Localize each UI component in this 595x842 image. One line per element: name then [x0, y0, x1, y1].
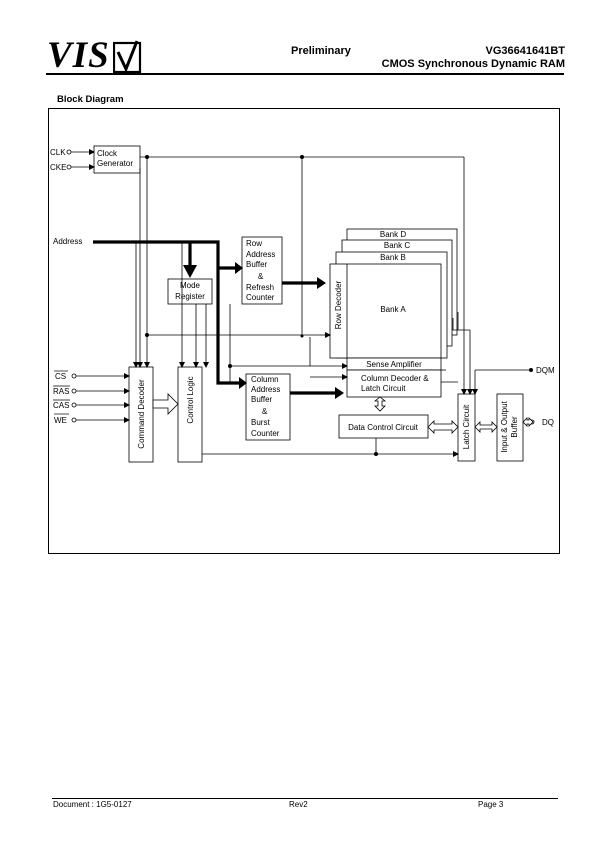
header-rule: [46, 73, 564, 75]
cs-pin: [71, 373, 77, 379]
io-buffer-line-2: Buffer: [510, 416, 519, 438]
col-buffer-line-1: Column: [251, 375, 279, 384]
bank-a-outline: [329, 263, 442, 359]
clock-generator-line-2: Generator: [97, 159, 133, 168]
row-buffer-line-4: &: [258, 272, 264, 281]
mode-register-line-2: Register: [175, 292, 205, 301]
data-control-label: Data Control Circuit: [348, 423, 419, 432]
latch-circuit-label: Latch Circuit: [462, 404, 471, 449]
diagram-frame: [48, 108, 560, 554]
col-buffer-line-6: Counter: [251, 429, 280, 438]
mode-register-line-1: Mode: [180, 281, 201, 290]
clock-generator-box: [93, 145, 141, 174]
bank-d-label: Bank D: [380, 230, 406, 239]
row-decoder-label: Row Decoder: [334, 280, 343, 329]
footer-page: Page 3: [478, 800, 504, 809]
bank-a-label: Bank A: [380, 305, 406, 314]
logo-mark-icon: [113, 40, 142, 74]
control-logic-box: [177, 366, 203, 463]
dq-label: DQ: [542, 418, 554, 427]
part-number: VG36641641BT: [485, 45, 566, 57]
column-decoder-line-1: Column Decoder &: [361, 374, 429, 383]
ras-pin: [71, 388, 77, 394]
column-decoder-box: [346, 369, 442, 398]
row-address-buffer-box: [241, 236, 283, 305]
clk-pin: [66, 149, 72, 155]
ras-label: RAS: [53, 387, 69, 396]
preliminary-label: Preliminary: [291, 45, 351, 57]
clock-generator-line-1: Clock: [97, 149, 118, 158]
cke-pin: [66, 164, 72, 170]
clk-label: CLK: [50, 148, 66, 157]
address-label: Address: [53, 237, 82, 246]
col-buffer-line-3: Buffer: [251, 395, 273, 404]
io-buffer-line-1: Input & Output: [500, 400, 509, 452]
we-label: WE: [54, 416, 67, 425]
bank-b-label: Bank B: [380, 253, 406, 262]
row-buffer-line-2: Address: [246, 250, 275, 259]
bank-c-label: Bank C: [384, 241, 410, 250]
part-description: CMOS Synchronous Dynamic RAM: [381, 58, 565, 70]
column-decoder-line-2: Latch Circuit: [361, 384, 406, 393]
footer-rev: Rev2: [289, 800, 308, 809]
sense-amplifier-label: Sense Amplifier: [366, 360, 422, 369]
cs-label: CS: [55, 372, 66, 381]
dqm-label: DQM: [536, 366, 555, 375]
column-address-buffer-box: [245, 373, 291, 441]
cas-label: CAS: [53, 401, 69, 410]
vis-logo: VIS: [47, 36, 110, 76]
logo-text: VIS: [47, 35, 110, 76]
we-pin: [71, 417, 77, 423]
section-title: Block Diagram: [57, 94, 124, 105]
row-buffer-line-1: Row: [246, 239, 262, 248]
control-logic-label: Control Logic: [186, 376, 195, 423]
cke-label: CKE: [50, 163, 66, 172]
footer-document: Document : 1G5-0127: [53, 800, 132, 809]
cas-pin: [71, 402, 77, 408]
footer-rule: [52, 798, 558, 799]
mode-register-box: [167, 278, 213, 305]
row-buffer-line-5: Refresh: [246, 283, 274, 292]
col-buffer-line-5: Burst: [251, 418, 270, 427]
col-buffer-line-4: &: [262, 407, 268, 416]
col-buffer-line-2: Address: [251, 385, 280, 394]
dqm-pin: [529, 368, 533, 372]
row-buffer-line-6: Counter: [246, 293, 275, 302]
row-buffer-line-3: Buffer: [246, 260, 268, 269]
command-decoder-label: Command Decoder: [137, 379, 146, 449]
